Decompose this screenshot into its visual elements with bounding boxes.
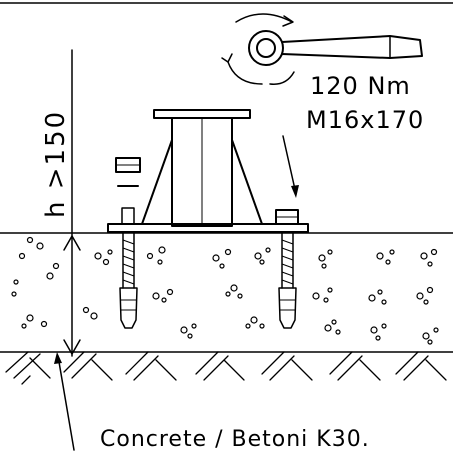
anchor-bolt-right — [278, 231, 297, 329]
height-label: h >150 — [41, 110, 71, 218]
concrete-aggregate — [11, 236, 439, 345]
torque-label: 120 Nm — [310, 72, 411, 100]
anchor-bolt-left — [119, 231, 138, 329]
height-dimension: h >150 — [41, 49, 81, 357]
column-stand — [141, 109, 263, 227]
nut-washer-icon — [115, 157, 141, 187]
bolt-leader-arrow — [282, 135, 299, 198]
bolt-stub-left — [121, 207, 135, 225]
bolt-size-label: M16x170 — [306, 106, 424, 134]
wrench-icon — [248, 30, 423, 66]
rotation-arrows-icon — [221, 13, 295, 85]
base-plate — [107, 223, 309, 233]
material-label: Concrete / Betoni K30. — [100, 427, 370, 452]
ground-hatching — [5, 351, 447, 385]
concrete-leader-arrow — [54, 352, 75, 451]
